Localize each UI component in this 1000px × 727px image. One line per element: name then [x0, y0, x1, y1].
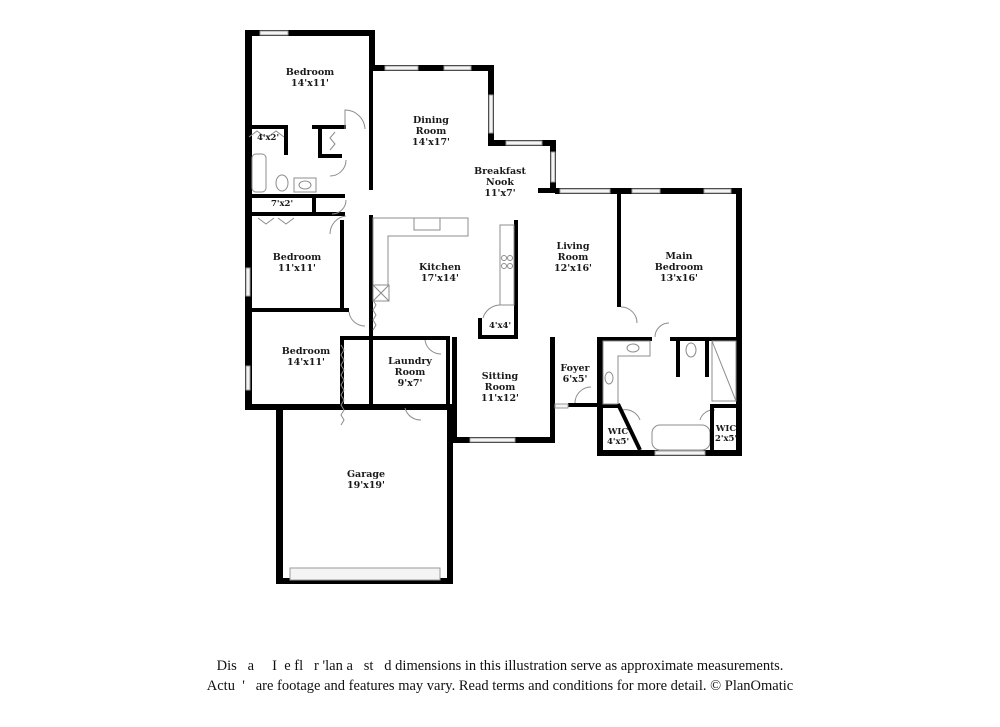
- room-label-wic-1: WIC 4'x5': [607, 427, 629, 447]
- room-name-line2: Nook: [486, 177, 514, 188]
- room-dimensions: 11'x7': [484, 188, 516, 199]
- room-name: WIC: [607, 427, 629, 437]
- room-label-dining-room: Dining Room 14'x17': [412, 115, 450, 148]
- room-name-line2: Room: [394, 367, 426, 378]
- room-dimensions: 4'x4': [488, 321, 512, 331]
- floor-plan-drawing: [245, 30, 742, 584]
- room-dimensions: 14'x17': [412, 137, 450, 148]
- room-label-bedroom-2: Bedroom 11'x11': [273, 252, 321, 274]
- room-dimensions: 17'x14': [421, 273, 459, 284]
- doors: [329, 109, 716, 421]
- room-name-line1: Laundry: [388, 356, 432, 367]
- room-name-line2: Room: [557, 252, 589, 263]
- room-label-living-room: Living Room 12'x16': [554, 241, 592, 274]
- room-dimensions: 11'x11': [278, 263, 316, 274]
- room-label-garage: Garage 19'x19': [347, 469, 385, 491]
- room-name: Garage: [346, 469, 386, 480]
- disclaimer-line-2: Actu ' are footage and features may vary…: [206, 678, 794, 694]
- room-name: Foyer: [560, 363, 590, 374]
- room-dimensions: 7'x2': [270, 199, 294, 209]
- room-dimensions: 12'x16': [554, 263, 592, 274]
- room-name-line1: Sitting: [481, 371, 519, 382]
- room-dimensions: 4'x2': [256, 133, 280, 143]
- room-dimensions: 2'x5': [714, 434, 738, 444]
- room-name-line1: Dining: [413, 115, 449, 126]
- room-name: Bedroom: [272, 252, 322, 263]
- room-dimensions: 19'x19': [347, 480, 385, 491]
- room-label-foyer: Foyer 6'x5': [560, 363, 589, 385]
- room-dimensions: 13'x16': [660, 273, 698, 284]
- room-dimensions: 9'x7': [397, 378, 423, 389]
- room-name-line1: Living: [556, 241, 590, 252]
- room-name-line2: Bedroom: [654, 262, 704, 273]
- room-name-line2: Room: [484, 382, 516, 393]
- room-label-bedroom-3: Bedroom 14'x11': [282, 346, 330, 368]
- room-label-breakfast-nook: Breakfast Nook 11'x7': [474, 166, 526, 199]
- room-name: Bedroom: [281, 346, 331, 357]
- disclaimer-line-1: Dis a I e fl r 'lan a st d dimensions in…: [216, 658, 784, 674]
- room-name-line2: Room: [415, 126, 447, 137]
- room-label-wic-2: WIC 2'x5': [715, 424, 737, 444]
- room-dimensions: 6'x5': [562, 374, 588, 385]
- room-label-closet-1: 4'x2': [257, 133, 279, 143]
- room-name: Bedroom: [285, 67, 335, 78]
- room-label-sitting-room: Sitting Room 11'x12': [481, 371, 519, 404]
- room-dimensions: 14'x11': [287, 357, 325, 368]
- room-name: Kitchen: [419, 262, 461, 273]
- closet-doors: [248, 130, 377, 426]
- room-label-closet-2: 7'x2': [271, 199, 293, 209]
- windows: [245, 30, 732, 581]
- fixtures: [251, 153, 737, 451]
- room-dimensions: 14'x11': [291, 78, 329, 89]
- room-label-pantry: 4'x4': [489, 321, 511, 331]
- room-dimensions: 4'x5': [606, 437, 630, 447]
- room-label-kitchen: Kitchen 17'x14': [419, 262, 461, 284]
- room-label-bedroom-1: Bedroom 14'x11': [286, 67, 334, 89]
- room-dimensions: 11'x12': [481, 393, 519, 404]
- room-name-line1: Breakfast: [474, 166, 526, 177]
- disclaimer: Dis a I e fl r 'lan a st d dimensions in…: [0, 656, 1000, 696]
- room-label-main-bedroom: Main Bedroom 13'x16': [655, 251, 703, 284]
- room-name-line1: Main: [665, 251, 693, 262]
- room-label-laundry-room: Laundry Room 9'x7': [388, 356, 432, 389]
- room-name: WIC: [715, 424, 737, 434]
